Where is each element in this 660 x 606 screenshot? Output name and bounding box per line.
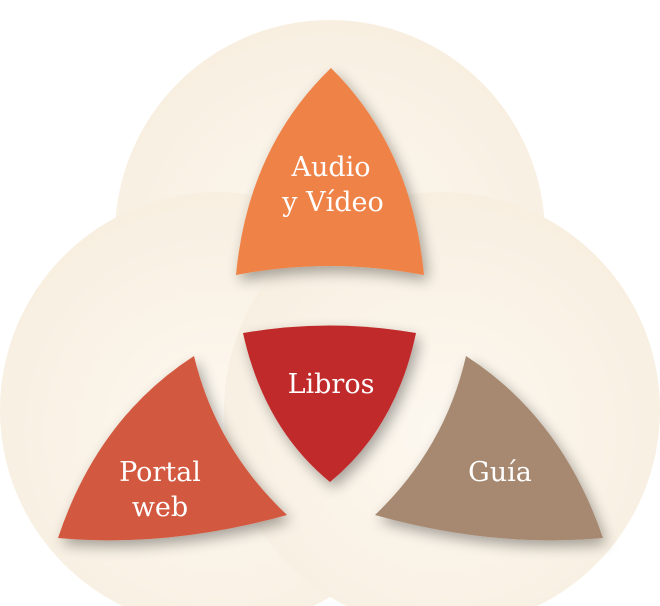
- background-shape: [0, 20, 660, 606]
- segment-portal-web-label-line2: web: [132, 492, 188, 523]
- segment-portal-web-label-line1: Portal: [119, 457, 201, 488]
- segment-guia-shape: [375, 356, 603, 541]
- segment-libros-label: Libros: [288, 369, 375, 400]
- segment-libros-shape: [243, 325, 416, 482]
- segment-guia-label: Guía: [468, 457, 532, 488]
- segment-audio-video-label-line2: y Vídeo: [281, 187, 384, 218]
- segment-audio-video[interactable]: Audio y Vídeo: [236, 68, 424, 275]
- segment-portal-web[interactable]: Portal web: [58, 356, 287, 541]
- segment-audio-video-label-line1: Audio: [290, 152, 370, 183]
- segment-audio-video-shape: [236, 68, 424, 275]
- segment-guia[interactable]: Guía: [375, 356, 603, 541]
- segment-portal-web-shape: [58, 356, 287, 541]
- segment-libros[interactable]: Libros: [243, 325, 416, 483]
